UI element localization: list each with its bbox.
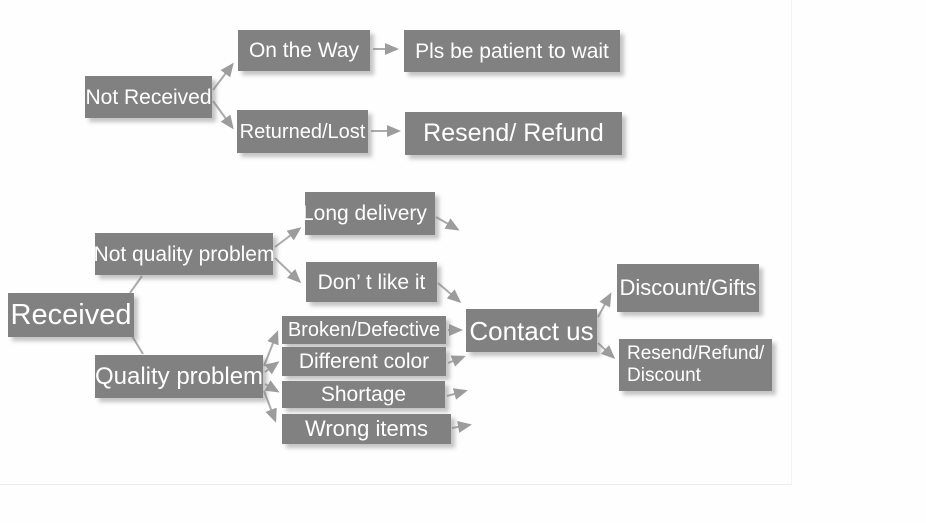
line-received-notquality bbox=[129, 275, 143, 294]
arrow-notquality-longdelivery bbox=[274, 227, 302, 248]
node-shortage: Shortage bbox=[282, 381, 445, 408]
arrow-quality-shortage bbox=[264, 380, 280, 393]
node-not-quality-problem: Not quality problem bbox=[94, 233, 274, 275]
arrow-wrong-contact bbox=[451, 421, 472, 433]
node-broken-defective: Broken/Defective bbox=[282, 316, 446, 344]
node-resend-refund-discount: Resend/Refund/ Discount bbox=[619, 339, 772, 391]
arrow-shortage-contact bbox=[446, 388, 468, 400]
node-resend-refund-discount-line2: Discount bbox=[627, 365, 701, 386]
arrow-notreceived-returnedlost bbox=[212, 100, 234, 130]
node-returned-lost: Returned/Lost bbox=[237, 110, 368, 153]
arrow-quality-broken bbox=[263, 330, 279, 367]
arrow-quality-different bbox=[264, 361, 280, 375]
arrow-contact-resendrefund bbox=[597, 342, 616, 360]
node-received: Received bbox=[8, 293, 134, 337]
arrow-contact-discountgifts bbox=[597, 292, 612, 318]
arrow-notreceived-ontheway bbox=[212, 62, 234, 91]
node-different-color: Different color bbox=[282, 347, 446, 376]
node-resend-refund: Resend/ Refund bbox=[405, 112, 622, 155]
arrow-quality-wrong bbox=[263, 390, 277, 423]
node-discount-gifts: Discount/Gifts bbox=[617, 264, 759, 312]
node-contact-us: Contact us bbox=[466, 309, 597, 352]
node-dont-like-it: Don’ t like it bbox=[306, 262, 437, 302]
arrow-longdelivery-contact bbox=[435, 216, 460, 231]
line-received-quality bbox=[131, 335, 144, 355]
node-pls-be-patient: Pls be patient to wait bbox=[404, 30, 620, 72]
arrow-notquality-dontlike bbox=[274, 257, 302, 284]
node-resend-refund-discount-line1: Resend/Refund/ bbox=[627, 343, 765, 365]
node-long-delivery: Long delivery bbox=[302, 192, 435, 235]
arrow-different-contact bbox=[447, 355, 466, 367]
node-wrong-items: Wrong items bbox=[282, 414, 451, 444]
node-on-the-way: On the Way bbox=[238, 30, 370, 71]
node-quality-problem: Quality problem bbox=[95, 355, 263, 398]
arrow-dontlike-contact bbox=[437, 282, 462, 303]
node-not-received: Not Received bbox=[85, 76, 212, 118]
